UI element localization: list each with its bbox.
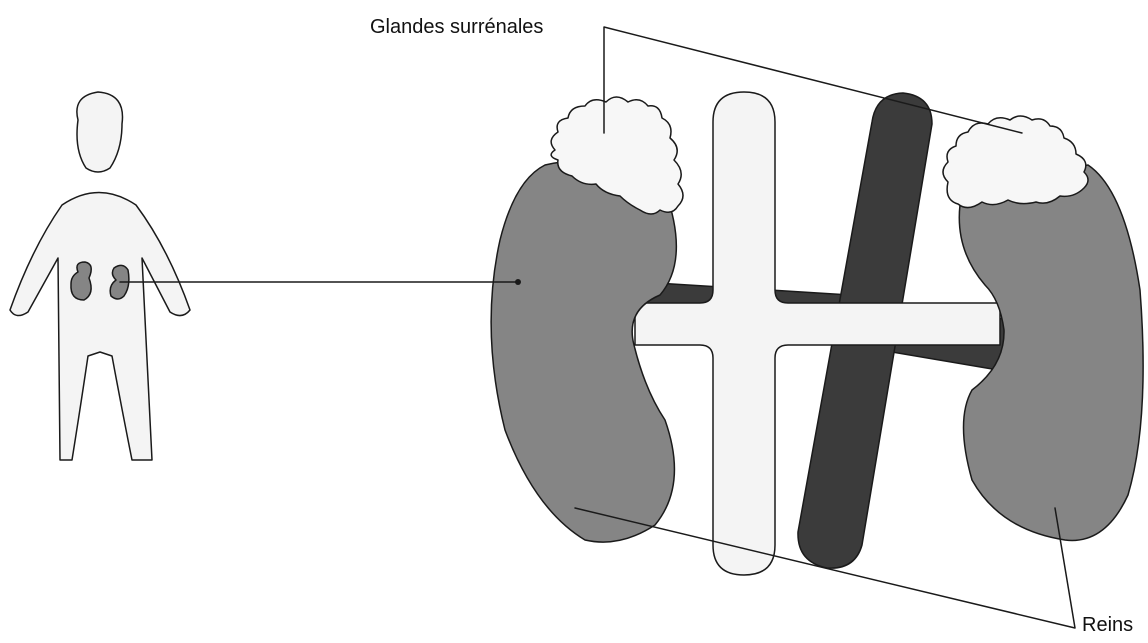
leader-line-glands <box>604 27 1022 133</box>
kidney-left <box>491 161 676 542</box>
human-figure <box>10 92 190 460</box>
leader-dot-zoom <box>515 279 521 285</box>
label-kidneys: Reins <box>1082 615 1133 635</box>
human-body <box>10 193 190 461</box>
label-adrenal-glands: Glandes surrénales <box>370 17 543 37</box>
adrenal-gland-right <box>943 116 1088 208</box>
human-head <box>77 92 123 172</box>
